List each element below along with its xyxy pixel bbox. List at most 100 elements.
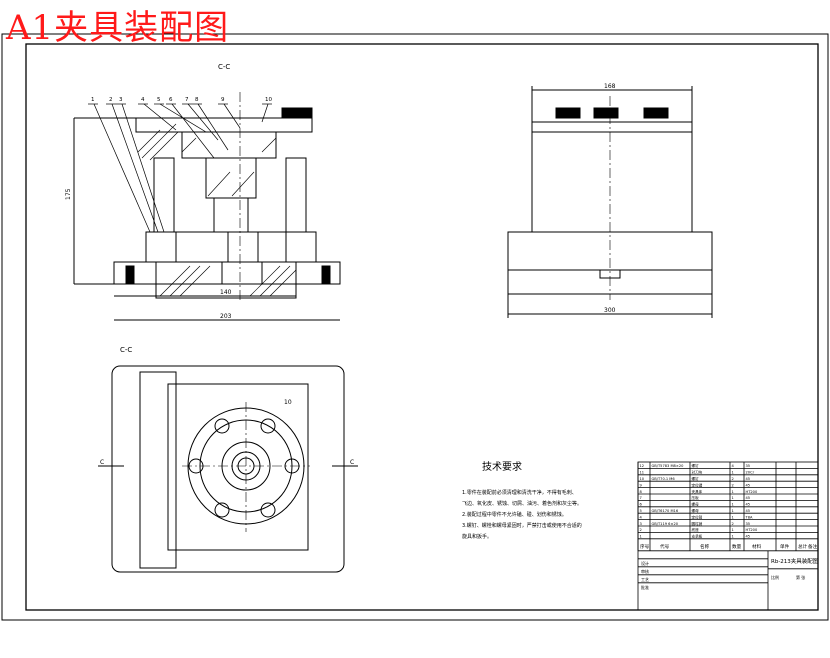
bom-cell: HT200 (746, 490, 758, 494)
bom-cell: 1 (732, 496, 734, 500)
section-mark-right: C (350, 459, 354, 466)
part-number-label: 1 (91, 97, 95, 103)
drawing-title: A1夹具装配图 (6, 8, 230, 48)
bom-cell: 2 (732, 483, 734, 487)
front-section-view: C-C (65, 63, 341, 321)
bom-cell: 45 (746, 483, 751, 487)
signature-label: 批准 (641, 584, 649, 590)
bom-cell: 4 (640, 515, 643, 519)
bom-cell: 6 (640, 503, 643, 507)
part-number-label: 10 (265, 97, 272, 103)
bom-cell: 螺钉 (692, 463, 700, 468)
bom-header: 序号 (640, 543, 650, 550)
inner-frame (25, 43, 819, 611)
bom-cell: 圆柱销 (692, 521, 703, 526)
part-number-label: 5 (157, 97, 161, 103)
dim-front-overall: 203 (220, 313, 232, 320)
bom-cell: GB/T70.1 M6 (652, 477, 676, 481)
bom-cell: 20Cr (746, 471, 755, 475)
bom-header: 数量 (732, 543, 742, 550)
leader-line (143, 103, 177, 131)
bom-header: 名称 (700, 543, 710, 550)
bom-cell: 45 (746, 477, 751, 481)
bom-cell: 45 (746, 496, 751, 500)
bom-cell: 支承板 (692, 534, 703, 539)
sheet-label: 第 张 (796, 574, 805, 580)
top-base-outline (111, 365, 345, 573)
leader-line (197, 103, 229, 151)
signature-label: 审核 (641, 568, 649, 574)
bom-cell: 2 (732, 477, 734, 481)
section-mark-left: C (100, 459, 104, 466)
bom-cell: 1 (640, 535, 642, 539)
bom-cell: 7 (640, 496, 642, 500)
bom-cell: GB/T5783 M8×20 (652, 464, 685, 468)
part-number-label: 8 (195, 97, 199, 103)
bom-header: 单件 (780, 543, 790, 550)
bom-header: 材料 (752, 543, 762, 550)
bom-cell: 夹具体 (692, 489, 703, 494)
bom-cell: 1 (732, 471, 734, 475)
bom-cell: 3 (640, 522, 642, 526)
bom-cell: GB/T119 6×20 (652, 522, 679, 526)
bom-cell: GB/T6170 M16 (652, 509, 679, 513)
section-label-bottom: C-C (120, 346, 132, 354)
bom-cell: 螺母 (692, 508, 700, 513)
bom-cell: 底座 (692, 527, 700, 532)
bom-cell: 45 (746, 509, 751, 513)
tech-heading: 技术要求 (482, 460, 522, 473)
part-number-label: 4 (141, 97, 145, 103)
dim-side-bottom: 300 (604, 307, 616, 314)
bom-cell: 定位销 (692, 514, 703, 519)
bom-cell: 45 (746, 503, 751, 507)
tech-line: 飞边、氧化皮、锈蚀、切屑、油污、着色剂和灰尘等。 (462, 500, 582, 507)
bom-cell: HT200 (746, 528, 758, 532)
bom-header: 总计 (798, 543, 808, 550)
tech-line: 3.螺钉、螺栓和螺母紧固时，严禁打击或使用不合适的 (462, 522, 582, 529)
leader-line (261, 103, 269, 123)
top-side-rail (139, 371, 177, 569)
side-body (531, 121, 693, 233)
bom-cell: 1 (732, 515, 734, 519)
bom-cell: 35 (746, 522, 751, 526)
bom-cell: 1 (732, 503, 734, 507)
bom-cell: 定位键 (692, 482, 703, 487)
bom-cell: 9 (640, 483, 643, 487)
bom-cell: 1 (732, 490, 734, 494)
leader-line (187, 103, 219, 141)
bom-cell: 螺钉 (692, 476, 700, 481)
bom-cell: 2 (732, 522, 734, 526)
bom-cell: 35 (746, 464, 751, 468)
top-body (167, 383, 309, 551)
bom-cell: 螺母 (692, 502, 700, 507)
tech-line: 2.装配过程中零件不允许磕、碰、划伤和锈蚀。 (462, 511, 567, 518)
bom-cell: 45 (746, 535, 751, 539)
bom-cell: 11 (640, 471, 645, 475)
leader-line (171, 103, 215, 159)
leader-line (121, 103, 165, 233)
top-view: C-C C C 10 (98, 346, 358, 573)
side-view: 168 300 (507, 83, 713, 318)
bom-cell: 1 (732, 535, 734, 539)
bom-cell: 对刀块 (692, 470, 703, 475)
bom-header: 代号 (660, 543, 670, 550)
bom-cell: 2 (640, 528, 642, 532)
part-number-label: 6 (169, 97, 173, 103)
bom-header: 备注 (808, 543, 818, 550)
tech-line: 旋具和扳手。 (462, 533, 492, 540)
bom-cell: 8 (640, 490, 643, 494)
outer-frame (1, 33, 829, 621)
signature-label: 设计 (641, 560, 649, 566)
leader-line (93, 103, 151, 233)
bom-cell: T8A (745, 515, 753, 519)
dim-side-top: 168 (604, 83, 616, 90)
part-number-label: 3 (119, 97, 123, 103)
bom-cell: 5 (640, 509, 642, 513)
tech-line: 1.零件在装配前必须清理和清洗干净，不得有毛刺、 (462, 489, 577, 496)
scale-label: 比例 (771, 574, 779, 580)
leader-line (111, 103, 159, 233)
part-number-label: 2 (109, 97, 113, 103)
